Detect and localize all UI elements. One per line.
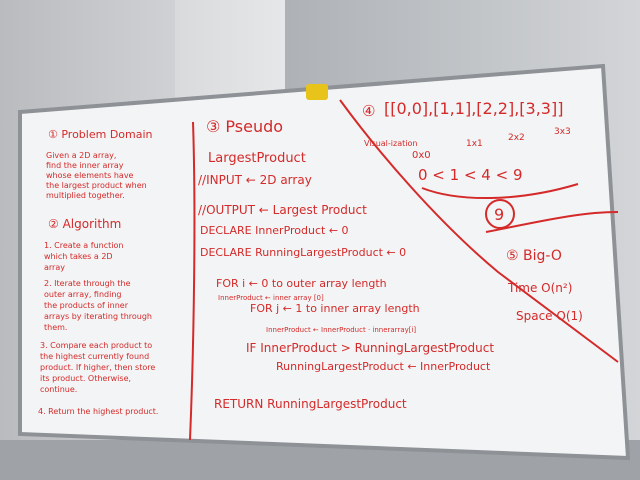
algorithm-text: 1. Create a function which takes a 2D ar…	[38, 241, 158, 416]
inner-init: InnerProduct ← inner array [0]	[218, 294, 324, 302]
visualization-title: ④	[362, 102, 375, 120]
mult-2: 2x2	[508, 133, 525, 143]
space-complexity: Space O(1)	[516, 309, 583, 323]
problem-domain-text: Given a 2D array, find the inner array w…	[46, 151, 149, 200]
problem-domain-title: ① Problem Domain	[48, 128, 153, 141]
time-complexity: Time O(n²)	[507, 281, 572, 295]
visualization-label: Visual-ization	[364, 139, 417, 148]
divider-line-1	[189, 121, 196, 441]
assign-line: RunningLargestProduct ← InnerProduct	[276, 360, 491, 373]
bigo-title: ⑤ Big-O	[506, 248, 562, 264]
result-circle	[485, 199, 515, 229]
input-array: [[0,0],[1,1],[2,2],[3,3]]	[384, 99, 563, 118]
whiteboard-surface: ① Problem Domain Given a 2D array, find …	[18, 63, 630, 461]
declare-inner: DECLARE InnerProduct ← 0	[200, 224, 349, 237]
mult-0: 0x0	[412, 150, 431, 161]
input-line: //INPUT ← 2D array	[198, 173, 312, 187]
for-inner: FOR j ← 1 to inner array length	[250, 302, 420, 315]
for-outer: FOR i ← 0 to outer array length	[216, 277, 387, 290]
output-line: //OUTPUT ← Largest Product	[198, 203, 367, 217]
return-line: RETURN RunningLargestProduct	[214, 397, 407, 411]
if-line: IF InnerProduct > RunningLargestProduct	[246, 341, 494, 355]
comparison-chain: 0 < 1 < 4 < 9	[418, 166, 523, 184]
board-frame	[18, 63, 630, 461]
mult-3: 3x3	[554, 127, 571, 137]
yellow-magnet	[306, 84, 328, 100]
mult-1: 1x1	[466, 139, 483, 149]
result-value: 9	[494, 205, 504, 224]
whiteboard: ① Problem Domain Given a 2D array, find …	[18, 62, 630, 462]
divider-line-2	[339, 99, 619, 363]
result-brace	[421, 183, 579, 200]
function-name: LargestProduct	[208, 151, 306, 166]
multiply-line: InnerProduct ← InnerProduct · innerarray…	[266, 326, 416, 334]
declare-running: DECLARE RunningLargestProduct ← 0	[200, 246, 406, 259]
pseudo-title: ③ Pseudo	[206, 117, 283, 136]
algorithm-title: ② Algorithm	[48, 217, 121, 231]
